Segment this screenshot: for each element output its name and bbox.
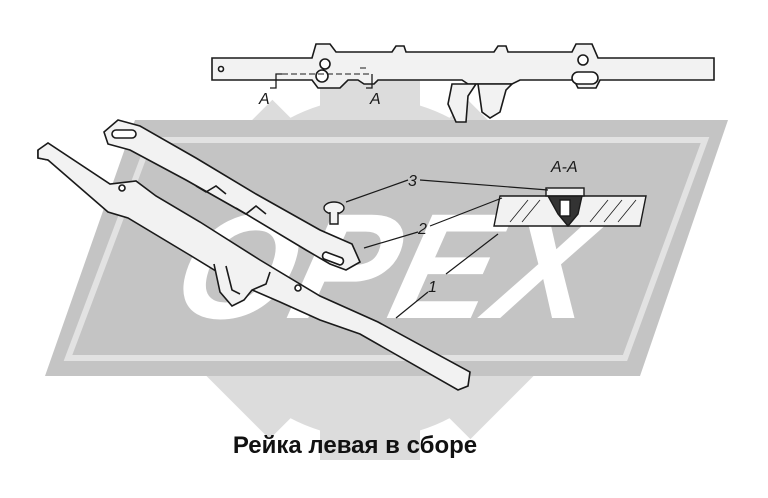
callout-2: 2: [417, 221, 427, 238]
callout-3: 3: [408, 173, 417, 190]
diagram-caption: Рейка левая в сборе: [232, 432, 478, 459]
rail-part-1: [37, 142, 471, 391]
section-detail: [493, 187, 647, 228]
section-title: А-А: [550, 159, 578, 176]
section-marks: [270, 73, 373, 89]
plate-part-2: [103, 119, 362, 271]
section-mark-right: А: [369, 91, 381, 108]
callout-1: 1: [428, 279, 437, 296]
leader-lines: [345, 179, 549, 319]
watermark-band-inner: [63, 137, 710, 361]
top-view-rail: [211, 43, 715, 123]
rivet-part-3: [323, 201, 345, 225]
section-mark-left: А: [258, 91, 270, 108]
